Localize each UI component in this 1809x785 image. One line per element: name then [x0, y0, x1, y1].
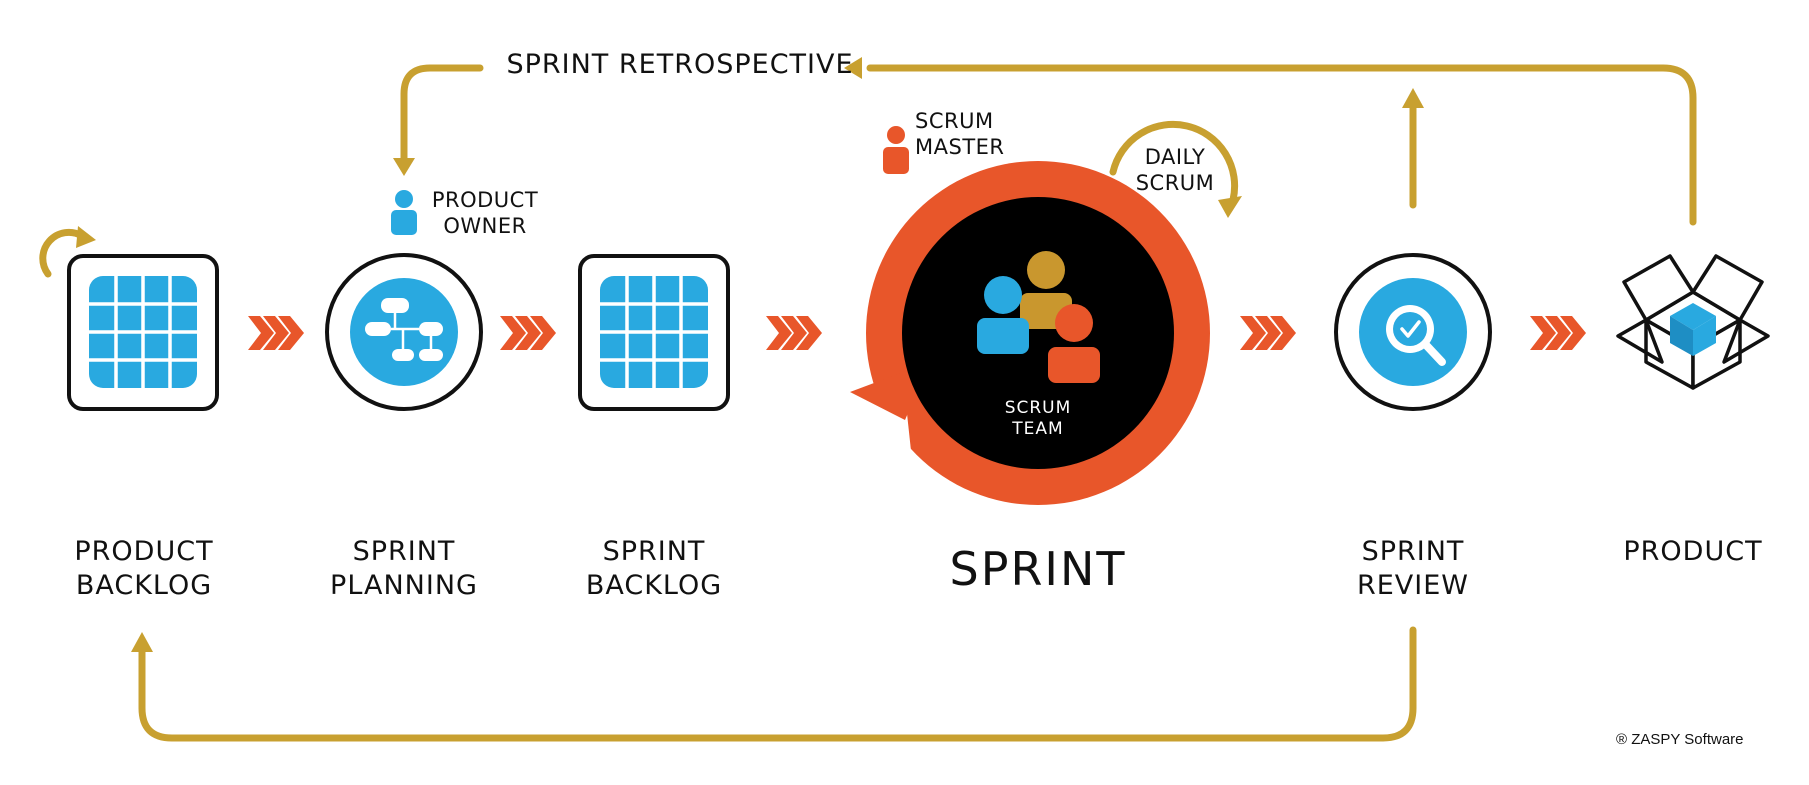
product-label: PRODUCT	[1623, 536, 1763, 567]
chevron	[796, 316, 822, 350]
chevron	[530, 316, 556, 350]
chevron	[1560, 316, 1586, 350]
sprint-retrospective-label: SPRINT RETROSPECTIVE	[506, 49, 854, 80]
scrum-team-label: SCRUM TEAM	[1004, 398, 1072, 439]
chevron	[766, 316, 792, 350]
chevron	[1270, 316, 1296, 350]
planning-arrowhead	[393, 158, 415, 176]
triple-chevron-icon	[1530, 316, 1586, 350]
magnifier-check-icon	[1386, 305, 1446, 366]
flowchart-icon	[365, 298, 443, 361]
chevron	[1240, 316, 1266, 350]
flow-chevrons	[248, 316, 1586, 350]
sprint-review-node	[1334, 253, 1492, 411]
product-owner-label: PRODUCT OWNER	[431, 188, 539, 238]
person-icon	[391, 190, 417, 235]
review-up-arrowhead	[1402, 88, 1424, 108]
chevron	[781, 316, 807, 350]
triple-chevron-icon	[500, 316, 556, 350]
person-icon	[883, 126, 909, 174]
retrospective-to-planning-line	[400, 64, 484, 164]
chevron	[263, 316, 289, 350]
sprint-cycle	[850, 161, 1210, 505]
triple-chevron-icon	[248, 316, 304, 350]
daily-scrum-loop	[1109, 120, 1242, 218]
backlog-arrowhead	[131, 632, 153, 652]
chevron	[1255, 316, 1281, 350]
backlog-refine-arrow	[39, 226, 96, 278]
copyright-text: ® ZASPY Software	[1616, 731, 1744, 748]
retrospective-return-line	[866, 64, 1697, 226]
sprint-planning-label: SPRINT PLANNING	[330, 536, 478, 601]
product-backlog-label: PRODUCT BACKLOG	[74, 536, 214, 601]
box-icon	[1616, 254, 1770, 390]
sprint-backlog-card	[578, 254, 730, 411]
sprint-label: SPRINT	[949, 542, 1127, 596]
product-backlog-card	[67, 254, 219, 411]
scrum-master-label: SCRUM MASTER	[915, 109, 1005, 159]
grid-icon	[600, 276, 708, 388]
sprint-review-label: SPRINT REVIEW	[1356, 536, 1469, 601]
daily-scrum-label: DAILY SCRUM	[1135, 145, 1215, 195]
chevron	[1530, 316, 1556, 350]
retrospective-arrowhead	[844, 57, 862, 79]
sprint-backlog-label: SPRINT BACKLOG	[585, 536, 723, 601]
sprint-planning-node	[325, 253, 483, 411]
chevron	[515, 316, 541, 350]
chevron	[248, 316, 274, 350]
grid-icon	[89, 276, 197, 388]
gold-arrowheads	[131, 57, 1424, 652]
triple-chevron-icon	[766, 316, 822, 350]
triple-chevron-icon	[1240, 316, 1296, 350]
chevron	[1545, 316, 1571, 350]
team-icon	[977, 251, 1100, 383]
chevron	[500, 316, 526, 350]
chevron	[278, 316, 304, 350]
retrospective-loop	[138, 64, 1697, 742]
review-to-backlog-line	[138, 626, 1417, 742]
